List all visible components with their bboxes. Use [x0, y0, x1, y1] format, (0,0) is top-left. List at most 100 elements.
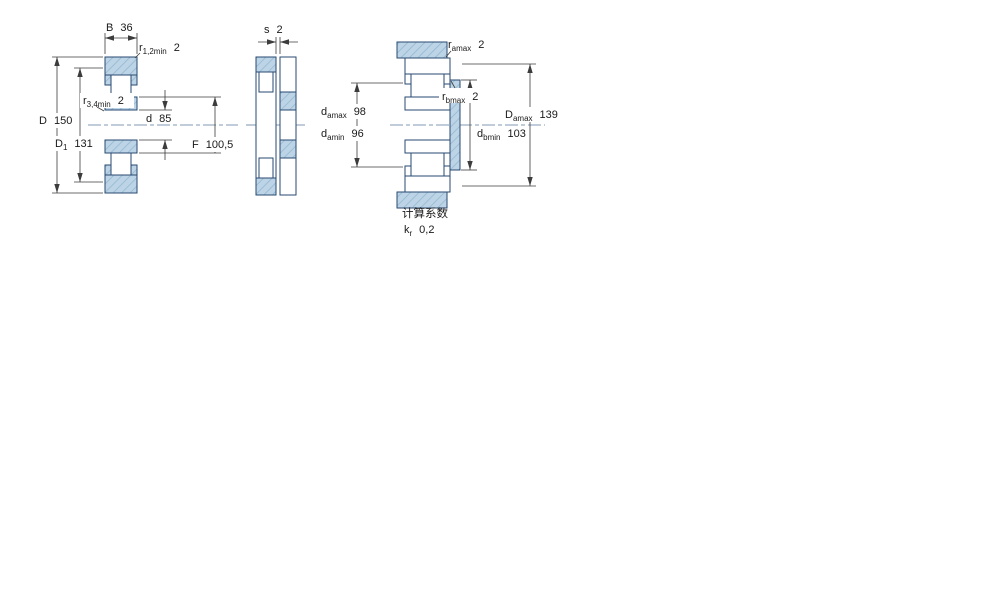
label-base: D — [505, 109, 513, 121]
label-value: 0,2 — [419, 224, 434, 236]
label-subscript: amax — [452, 44, 472, 53]
label-mask — [189, 137, 237, 152]
label-subscript: bmax — [446, 96, 466, 105]
label-mask — [439, 88, 489, 103]
label-base: r — [139, 42, 143, 54]
label-value: 103 — [507, 128, 525, 140]
label-subscript: r — [410, 229, 413, 238]
label-mask — [318, 104, 378, 119]
outer-ring-top-outline — [404, 57, 451, 75]
dim-label-db-min: dbmin 103 — [477, 128, 526, 142]
label-subscript: 1,2min — [143, 47, 167, 56]
inner-ring-section-bottom — [279, 139, 297, 159]
leader-line — [134, 52, 141, 59]
outer-ring-bottom-outline — [404, 175, 451, 193]
roller-bottom — [110, 152, 132, 176]
dim-label-rb: rbmax 2 — [442, 91, 478, 105]
label-value: 2 — [478, 39, 484, 51]
housing-shoulder-top — [396, 41, 448, 59]
label-mask — [52, 136, 96, 151]
label-value: 150 — [54, 115, 72, 127]
outer-ring-flange-bottom-right — [130, 164, 138, 176]
label-value: 85 — [159, 113, 171, 125]
label-subscript: amax — [513, 114, 533, 123]
dim-label-B: B 36 — [106, 22, 133, 34]
dim-label-r12: r1,2min 2 — [139, 42, 180, 56]
flange-top-left-outline — [404, 73, 412, 85]
inner-ring-section-top — [279, 91, 297, 111]
dim-label-d: d 85 — [146, 113, 171, 125]
label-value: 96 — [351, 128, 363, 140]
dim-label-D: D 150 — [39, 115, 72, 127]
flange-bottom-right-outline — [443, 165, 451, 177]
label-subscript: amin — [327, 133, 344, 142]
dim-D1 — [74, 67, 103, 183]
outer-ring-bottom — [104, 174, 138, 194]
dim-label-da-max: damax 98 — [321, 106, 366, 120]
dim-Da — [462, 63, 536, 187]
inner-ring-bottom — [104, 139, 138, 154]
leader-line — [450, 80, 456, 89]
label-base: D — [39, 115, 47, 127]
label-base: s — [264, 24, 270, 36]
calculation-factors-heading: 计算系数 — [402, 206, 448, 220]
inner-ring-top-outline — [404, 96, 451, 111]
label-base: d — [321, 128, 327, 140]
label-value: 98 — [354, 106, 366, 118]
leader-line — [445, 50, 452, 58]
dim-B — [104, 33, 138, 54]
inner-ring-bottom-outline — [404, 139, 451, 154]
label-base: D — [55, 138, 63, 150]
label-base: r — [83, 95, 87, 107]
outer-ring-flange-bottom-left — [104, 164, 112, 176]
label-value: 2 — [277, 24, 283, 36]
label-subscript: 3,4min — [87, 100, 111, 109]
outer-ring-top — [104, 56, 138, 76]
dim-label-D1: D1 131 — [55, 138, 93, 152]
dim-da — [351, 82, 403, 168]
kr-factor-label: kr 0,2 — [404, 224, 434, 238]
roller-section-top — [258, 71, 274, 93]
label-value: 36 — [120, 22, 132, 34]
label-base: d — [146, 113, 152, 125]
dim-s — [258, 37, 298, 54]
label-mask — [318, 126, 378, 141]
label-base: r — [448, 39, 452, 51]
label-subscript: bmin — [483, 133, 500, 142]
label-value: 2 — [118, 95, 124, 107]
label-subscript: 1 — [63, 143, 68, 152]
dim-label-ra: ramax 2 — [448, 39, 484, 53]
outer-ring-section-bottom — [255, 177, 277, 196]
label-base: F — [192, 139, 199, 151]
label-base: B — [106, 22, 113, 34]
outer-ring-flange-top-left — [104, 74, 112, 86]
label-mask — [36, 113, 76, 128]
flange-top-right-outline — [443, 73, 451, 85]
dim-d — [139, 90, 172, 160]
roller-bottom-outline — [410, 152, 445, 177]
label-base: d — [477, 128, 483, 140]
label-value: 2 — [174, 42, 180, 54]
outer-ring-section-top — [255, 56, 277, 73]
label-value: 131 — [74, 138, 92, 150]
shaft-abutment-collar — [449, 79, 461, 171]
dim-label-r34: r3,4min 2 — [83, 95, 124, 109]
housing-shoulder-bottom — [396, 191, 448, 209]
label-value: 100,5 — [206, 139, 234, 151]
label-mask — [80, 93, 134, 108]
inner-ring-outline — [279, 56, 297, 196]
label-base: k — [404, 224, 410, 236]
label-base: r — [442, 91, 446, 103]
label-base: d — [321, 106, 327, 118]
label-subscript: amax — [327, 111, 347, 120]
roller-section-bottom — [258, 157, 274, 179]
label-value: 2 — [472, 91, 478, 103]
dim-label-da-min: damin 96 — [321, 128, 364, 142]
calculation-factors: 计算系数 kr 0,2 — [402, 206, 448, 238]
